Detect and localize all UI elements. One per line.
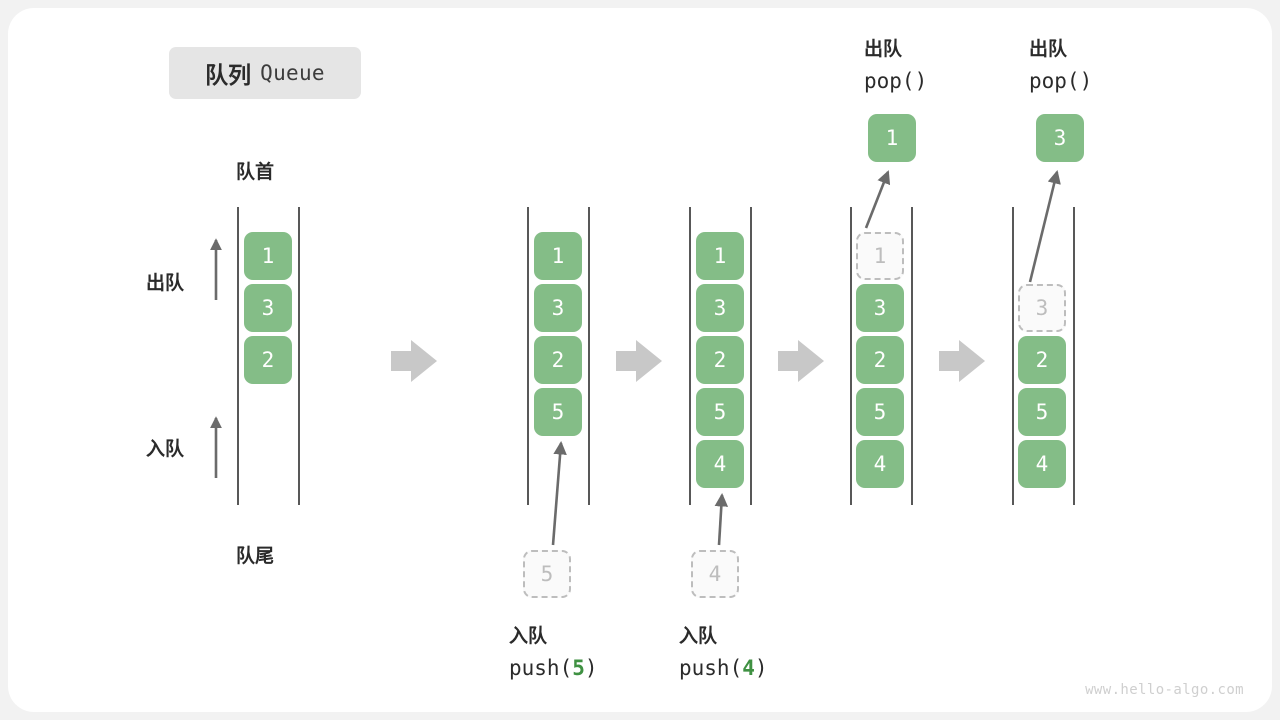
rail-right-col1 bbox=[298, 207, 300, 505]
queue-cell: 3 bbox=[244, 284, 292, 332]
op-label-code: push(4) bbox=[679, 656, 768, 680]
op-code-value: 4 bbox=[742, 656, 755, 680]
queue-cell: 3 bbox=[534, 284, 582, 332]
rail-right-col3 bbox=[750, 207, 752, 505]
queue-cell: 2 bbox=[856, 336, 904, 384]
op-label-cn: 出队 bbox=[864, 39, 903, 60]
op-label-cn: 入队 bbox=[509, 626, 548, 647]
popped-element: 1 bbox=[868, 114, 916, 162]
rail-left-col2 bbox=[527, 207, 529, 505]
queue-cell: 4 bbox=[1018, 440, 1066, 488]
op-label-code: push(5) bbox=[509, 656, 598, 680]
rail-left-col5 bbox=[1012, 207, 1014, 505]
queue-cell: 3 bbox=[856, 284, 904, 332]
queue-cell-new: 5 bbox=[534, 388, 582, 436]
popped-ghost-cell: 3 bbox=[1018, 284, 1066, 332]
op-code-value: 5 bbox=[572, 656, 585, 680]
op-label-code: pop() bbox=[1029, 69, 1093, 93]
popped-element: 3 bbox=[1036, 114, 1084, 162]
label-rear: 队尾 bbox=[236, 546, 275, 567]
queue-cell: 5 bbox=[1018, 388, 1066, 436]
title-cn: 队列 bbox=[205, 62, 252, 88]
op-code-prefix: push( bbox=[509, 656, 573, 680]
title-badge: 队列 Queue bbox=[169, 47, 361, 99]
queue-cell: 2 bbox=[534, 336, 582, 384]
queue-cell: 1 bbox=[696, 232, 744, 280]
queue-cell: 1 bbox=[534, 232, 582, 280]
rail-right-col2 bbox=[588, 207, 590, 505]
rail-left-col4 bbox=[850, 207, 852, 505]
queue-cell: 4 bbox=[856, 440, 904, 488]
popped-ghost-cell: 1 bbox=[856, 232, 904, 280]
op-label-cn: 出队 bbox=[1029, 39, 1068, 60]
label-dequeue: 出队 bbox=[146, 273, 185, 294]
op-code-suffix: ) bbox=[584, 656, 598, 680]
rail-right-col4 bbox=[911, 207, 913, 505]
title-en: Queue bbox=[260, 61, 325, 85]
incoming-ghost-cell: 4 bbox=[691, 550, 739, 598]
queue-cell: 2 bbox=[244, 336, 292, 384]
op-label-cn: 入队 bbox=[679, 626, 718, 647]
queue-cell: 2 bbox=[1018, 336, 1066, 384]
rail-left-col1 bbox=[237, 207, 239, 505]
queue-cell: 1 bbox=[244, 232, 292, 280]
incoming-ghost-cell: 5 bbox=[523, 550, 571, 598]
queue-cell: 5 bbox=[696, 388, 744, 436]
rail-left-col3 bbox=[689, 207, 691, 505]
op-code-prefix: push( bbox=[679, 656, 743, 680]
op-code-suffix: ) bbox=[754, 656, 768, 680]
label-front: 队首 bbox=[236, 162, 275, 183]
queue-cell: 3 bbox=[696, 284, 744, 332]
queue-cell-new: 4 bbox=[696, 440, 744, 488]
queue-cell: 5 bbox=[856, 388, 904, 436]
watermark: www.hello-algo.com bbox=[1085, 682, 1244, 698]
label-enqueue: 入队 bbox=[146, 439, 185, 460]
op-label-code: pop() bbox=[864, 69, 928, 93]
queue-cell: 2 bbox=[696, 336, 744, 384]
rail-right-col5 bbox=[1073, 207, 1075, 505]
white-card bbox=[8, 8, 1272, 712]
